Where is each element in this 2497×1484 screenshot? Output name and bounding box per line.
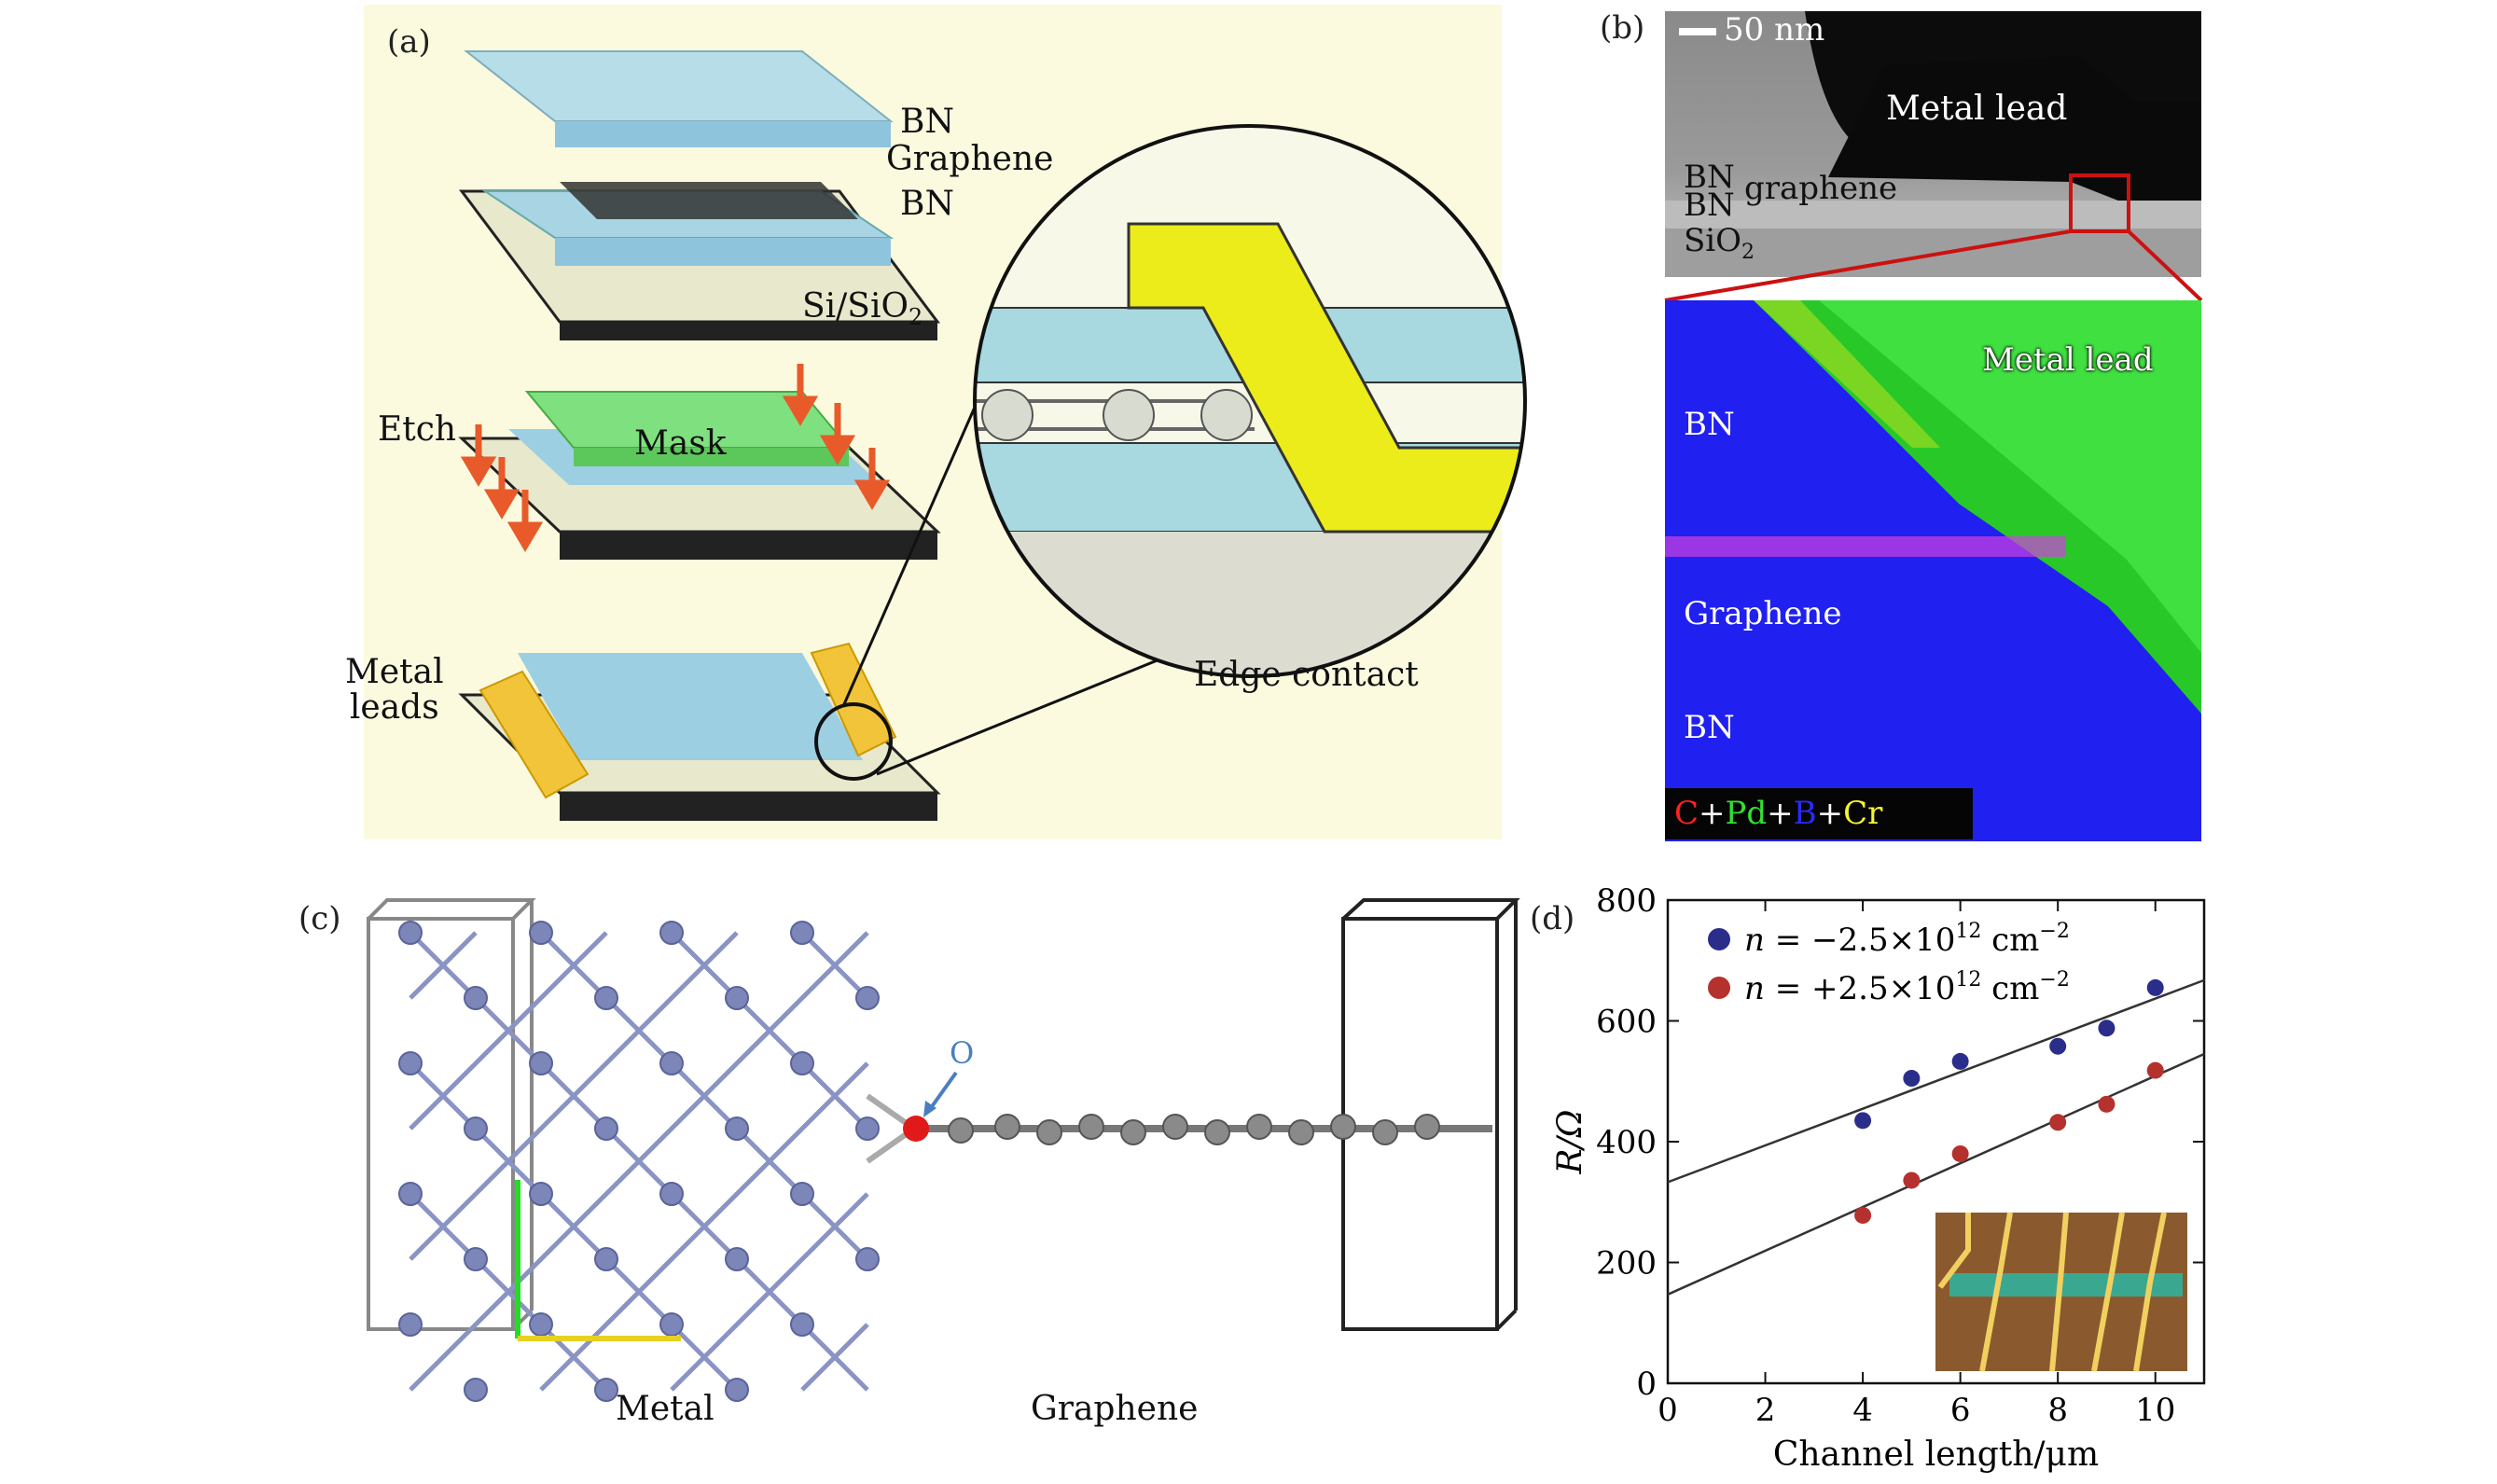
x-tick-label: 10 — [2135, 1392, 2175, 1429]
y-tick-label: 0 — [1636, 1366, 1657, 1403]
map-metal-lead-label: Metal lead — [1982, 341, 2154, 379]
graphene-layer-label: Graphene — [886, 140, 1054, 178]
etch-label: Etch — [378, 410, 457, 449]
data-point-series-1 — [1854, 1112, 1872, 1130]
map-bn-bottom-label: BN — [1684, 709, 1735, 746]
legend-b: B — [1793, 795, 1817, 832]
map-bn-top-label: BN — [1684, 406, 1735, 443]
device-inset-image — [1935, 1212, 2187, 1372]
tem-metal-lead-label: Metal lead — [1886, 90, 2068, 128]
tem-sio2-label: SiO2 — [1684, 222, 1755, 264]
legend-marker-1 — [1708, 928, 1730, 950]
graphene-label: Graphene — [1031, 1390, 1199, 1428]
element-legend: C+Pd+B+Cr — [1674, 795, 1882, 832]
x-axis-label: Channel length/μm — [1773, 1435, 2099, 1474]
metal-label: Metal — [616, 1390, 714, 1428]
panel-b-label: (b) — [1600, 9, 1645, 47]
legend-marker-2 — [1708, 977, 1730, 999]
data-point-series-2 — [1951, 1144, 1969, 1162]
data-point-series-1 — [2098, 1019, 2116, 1037]
data-point-series-1 — [1903, 1070, 1921, 1088]
edge-contact-label: Edge contact — [1194, 656, 1419, 694]
legend-label-2: n = +2.5×1012 cm−2 — [1744, 968, 2070, 1007]
data-point-series-2 — [2146, 1061, 2164, 1079]
legend-plus-3: + — [1816, 795, 1844, 832]
data-point-series-2 — [2098, 1095, 2116, 1113]
substrate-label: Si/SiO2 — [802, 287, 923, 331]
bn-bottom-label: BN — [900, 185, 954, 223]
data-point-series-2 — [2049, 1114, 2067, 1131]
fit-line-1 — [1667, 978, 2205, 1184]
oxygen-label: O — [950, 1035, 975, 1071]
y-tick-label: 400 — [1596, 1124, 1657, 1161]
y-tick-label: 200 — [1596, 1245, 1657, 1283]
data-point-series-1 — [2146, 978, 2164, 996]
legend-plus-2: + — [1767, 795, 1794, 832]
x-tick-label: 2 — [1755, 1392, 1776, 1429]
legend-cr: Cr — [1843, 795, 1883, 832]
legend-plus-1: + — [1699, 795, 1726, 832]
panel-d-label: (d) — [1530, 900, 1575, 937]
scalebar-label: 50 nm — [1724, 11, 1825, 49]
data-point-series-2 — [1903, 1172, 1921, 1189]
map-graphene-label: Graphene — [1684, 595, 1842, 632]
x-tick-label: 6 — [1950, 1392, 1971, 1429]
data-point-series-2 — [1854, 1206, 1872, 1224]
bn-top-label: BN — [900, 103, 954, 141]
y-tick-label: 600 — [1596, 1004, 1657, 1041]
data-point-series-1 — [1951, 1052, 1969, 1070]
fit-line-2 — [1667, 1052, 2205, 1296]
data-point-series-1 — [2049, 1037, 2067, 1055]
mask-label: Mask — [634, 424, 727, 463]
y-axis-label: R/Ω — [1551, 1109, 1589, 1174]
x-tick-label: 4 — [1852, 1392, 1873, 1429]
panel-a-label: (a) — [387, 23, 431, 61]
legend-pd: Pd — [1725, 795, 1768, 832]
legend-c: C — [1674, 795, 1699, 832]
x-tick-label: 8 — [2047, 1392, 2068, 1429]
panel-c-label: (c) — [298, 900, 341, 937]
x-tick-label: 0 — [1658, 1392, 1678, 1429]
tem-graphene-label: graphene — [1744, 170, 1898, 207]
y-tick-label: 800 — [1596, 882, 1657, 920]
legend-label-1: n = −2.5×1012 cm−2 — [1744, 920, 2070, 959]
tem-bn-1-label: BN — [1684, 159, 1735, 196]
tem-bn-2-label: BN — [1684, 187, 1735, 224]
